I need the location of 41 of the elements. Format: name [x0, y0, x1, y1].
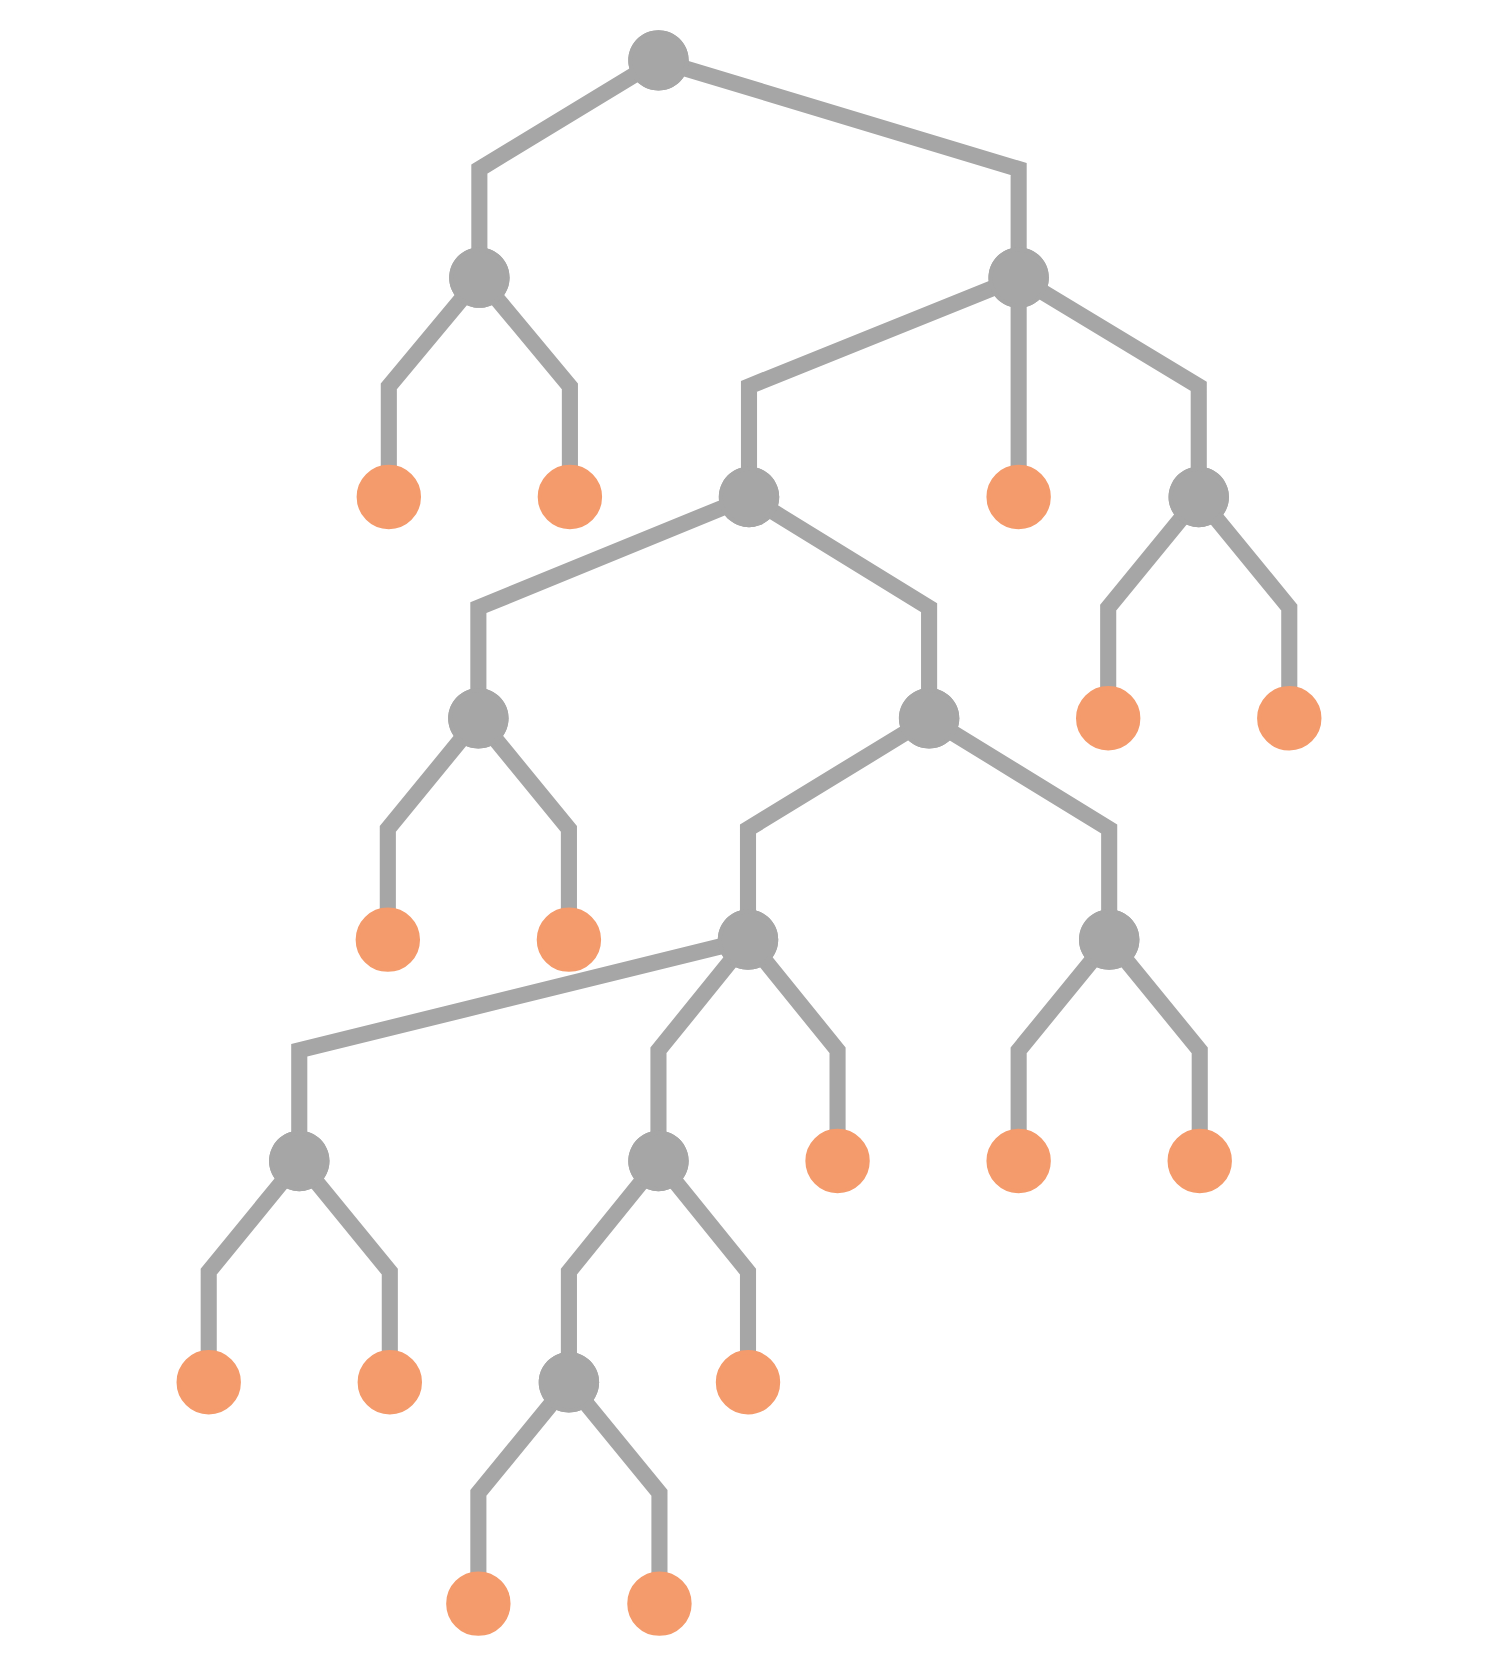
connector — [740, 280, 996, 469]
connector — [470, 1399, 558, 1574]
connector — [470, 500, 726, 691]
connector — [310, 1177, 398, 1353]
node-circle — [356, 464, 421, 530]
connector — [380, 294, 468, 467]
connector — [768, 504, 938, 691]
node-circle — [805, 1128, 870, 1194]
node-circle — [355, 907, 420, 972]
connector — [739, 726, 910, 912]
connector — [291, 938, 723, 1133]
node-circle — [357, 1350, 422, 1415]
connector — [200, 1177, 288, 1353]
connector — [560, 1177, 647, 1355]
node-circle — [627, 1571, 692, 1636]
connector — [580, 1399, 668, 1574]
connector — [1210, 513, 1298, 689]
node-circle — [176, 1350, 241, 1415]
connector — [1120, 956, 1208, 1131]
connector — [669, 1177, 757, 1353]
node-circle — [536, 907, 602, 972]
node-circle — [986, 1128, 1051, 1194]
connector — [489, 735, 577, 910]
connector — [1038, 285, 1207, 469]
node-circle — [986, 464, 1051, 530]
connector — [379, 735, 467, 910]
connector — [650, 956, 737, 1133]
connector — [471, 68, 639, 250]
connector — [491, 294, 578, 467]
node-circle — [1167, 1128, 1232, 1194]
connector — [1010, 305, 1027, 467]
connector — [1100, 513, 1188, 689]
connector — [683, 60, 1027, 250]
connector — [759, 956, 846, 1131]
connector — [1010, 956, 1098, 1131]
node-circle — [1076, 686, 1141, 751]
node-circle — [446, 1571, 511, 1636]
connector — [948, 726, 1118, 912]
node-circle — [715, 1350, 781, 1415]
node-circle — [537, 464, 603, 530]
node-circle — [1257, 686, 1322, 751]
